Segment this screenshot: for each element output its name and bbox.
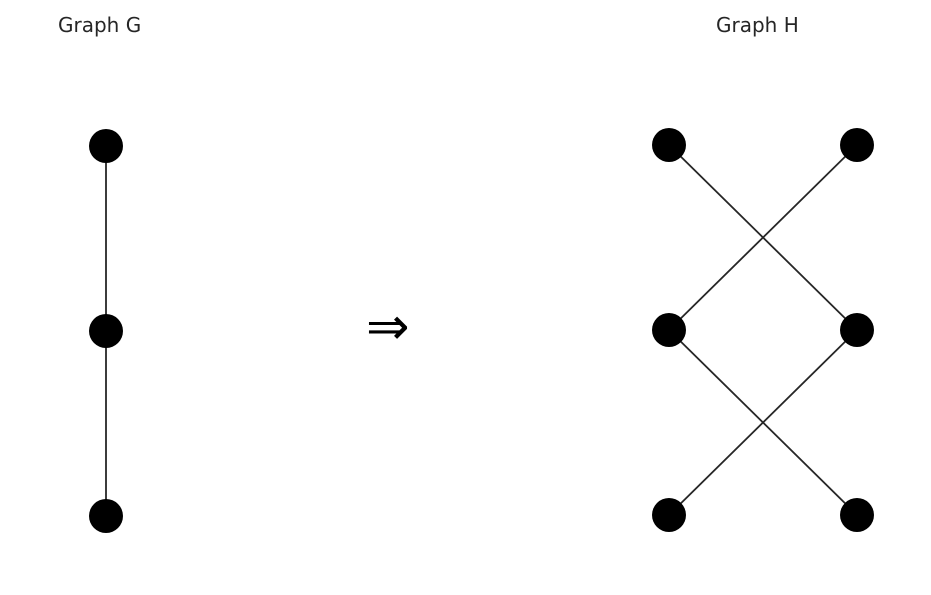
graph-h-node-h3 xyxy=(652,313,686,347)
graph-g-node-g1 xyxy=(89,129,123,163)
graph-g-node-g3 xyxy=(89,499,123,533)
graph-h-node-h2 xyxy=(840,128,874,162)
graph-h-node-h5 xyxy=(652,498,686,532)
implies-arrow: ⇒ xyxy=(366,297,410,357)
edges-layer xyxy=(105,144,858,516)
graph-g-node-g2 xyxy=(89,314,123,348)
graph-h-node-h1 xyxy=(652,128,686,162)
graph-h-title: Graph H xyxy=(716,13,799,37)
graph-h-node-h6 xyxy=(840,498,874,532)
graph-g-title: Graph G xyxy=(58,13,142,37)
graph-h-node-h4 xyxy=(840,313,874,347)
graph-h-edge-h2-h3 xyxy=(668,144,858,331)
graph-h-edge-h4-h5 xyxy=(668,329,858,516)
nodes-layer xyxy=(89,128,874,533)
